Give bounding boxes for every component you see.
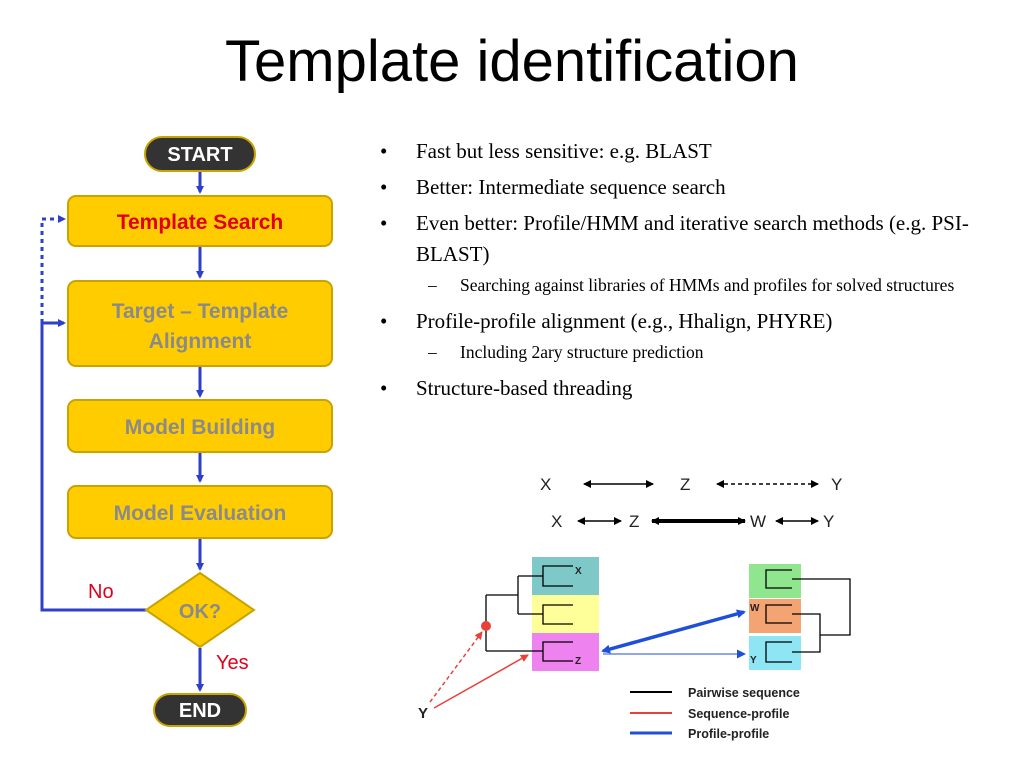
seq-profile-dashed-arrow bbox=[429, 631, 483, 703]
step-alignment bbox=[67, 280, 333, 367]
row1-z: Z bbox=[680, 475, 690, 494]
right-profile-y-box bbox=[749, 636, 801, 670]
legend-pairwise-label: Pairwise sequence bbox=[688, 686, 800, 700]
decision-diamond bbox=[144, 571, 256, 649]
step-model-evaluation bbox=[67, 485, 333, 539]
left-profile-z-box bbox=[532, 633, 599, 671]
right-tree bbox=[765, 569, 851, 663]
bullet-item: • Even better: Profile/HMM and iterative … bbox=[380, 208, 980, 270]
query-y-label: Y bbox=[418, 705, 428, 722]
right-profile-top-box bbox=[749, 564, 801, 598]
flowchart: START Template Search Target – Template … bbox=[40, 136, 333, 727]
profile-profile-arrow-zw bbox=[601, 609, 746, 654]
bullet-text: Even better: Profile/HMM and iterative s… bbox=[416, 211, 969, 266]
step-template-search-label: Template Search bbox=[117, 211, 284, 234]
row2-x: X bbox=[551, 512, 562, 531]
yes-label: Yes bbox=[216, 652, 249, 674]
sub-bullet-text: Searching against libraries of HMMs and … bbox=[460, 275, 955, 295]
loop-back-dotted-arrow bbox=[40, 215, 66, 323]
loop-back-arrow bbox=[40, 319, 146, 612]
decision-label: OK? bbox=[179, 601, 221, 623]
bullet-item: • Fast but less sensitive: e.g. BLAST bbox=[380, 136, 980, 167]
sub-bullet-dash: – bbox=[428, 342, 437, 362]
sub-bullet-item: – Including 2ary structure prediction bbox=[380, 340, 980, 365]
step-alignment-label-line1: Target – Template bbox=[112, 300, 289, 323]
bullet-dot: • bbox=[380, 376, 388, 400]
sub-bullet-dash: – bbox=[428, 275, 437, 295]
legend-seq-profile-label: Sequence-profile bbox=[688, 707, 789, 721]
step-model-building bbox=[67, 399, 333, 453]
start-label: START bbox=[167, 144, 232, 166]
no-label: No bbox=[88, 581, 114, 603]
end-label: END bbox=[179, 700, 221, 722]
bullet-dot: • bbox=[380, 139, 388, 163]
node-point bbox=[481, 621, 491, 631]
bullet-dot: • bbox=[380, 211, 388, 235]
row1-x: X bbox=[540, 475, 551, 494]
row2-z: Z bbox=[629, 512, 639, 531]
step-model-building-label: Model Building bbox=[125, 416, 275, 439]
step-template-search bbox=[67, 195, 333, 247]
bullet-list: • Fast but less sensitive: e.g. BLAST • Bet… bbox=[380, 136, 980, 409]
row1-y: Y bbox=[831, 475, 842, 494]
sub-bullet-item: – Searching against libraries of HMMs and… bbox=[380, 273, 980, 298]
start-terminal bbox=[144, 136, 256, 172]
bullet-text: Structure-based threading bbox=[416, 376, 633, 400]
step-model-evaluation-label: Model Evaluation bbox=[114, 502, 287, 525]
end-terminal bbox=[153, 693, 247, 727]
bullet-dot: • bbox=[380, 309, 388, 333]
tree-label-x: X bbox=[575, 566, 582, 577]
tree-label-y-right: Y bbox=[750, 655, 757, 666]
bullet-text: Profile-profile alignment (e.g., Hhalign… bbox=[416, 309, 833, 333]
homology-diagram: X Z Y X Z W Y X Z W Y Y bbox=[418, 475, 851, 741]
sub-bullet-text: Including 2ary structure prediction bbox=[460, 342, 704, 362]
legend-profile-profile-label: Profile-profile bbox=[688, 727, 769, 741]
row2-y: Y bbox=[823, 512, 834, 531]
bullet-item: • Profile-profile alignment (e.g., Hhalig… bbox=[380, 306, 980, 337]
step-alignment-label-line2: Alignment bbox=[149, 330, 252, 353]
tree-label-z: Z bbox=[575, 656, 581, 667]
bullet-text: Fast but less sensitive: e.g. BLAST bbox=[416, 139, 712, 163]
tree-label-w: W bbox=[750, 603, 760, 614]
bullet-item: • Structure-based threading bbox=[380, 373, 980, 404]
slide-title: Template identification bbox=[225, 29, 799, 94]
row2-w: W bbox=[750, 512, 766, 531]
bullet-dot: • bbox=[380, 175, 388, 199]
seq-profile-arrow bbox=[433, 654, 529, 709]
bullet-text: Better: Intermediate sequence search bbox=[416, 175, 726, 199]
bullet-item: • Better: Intermediate sequence search bbox=[380, 172, 980, 203]
